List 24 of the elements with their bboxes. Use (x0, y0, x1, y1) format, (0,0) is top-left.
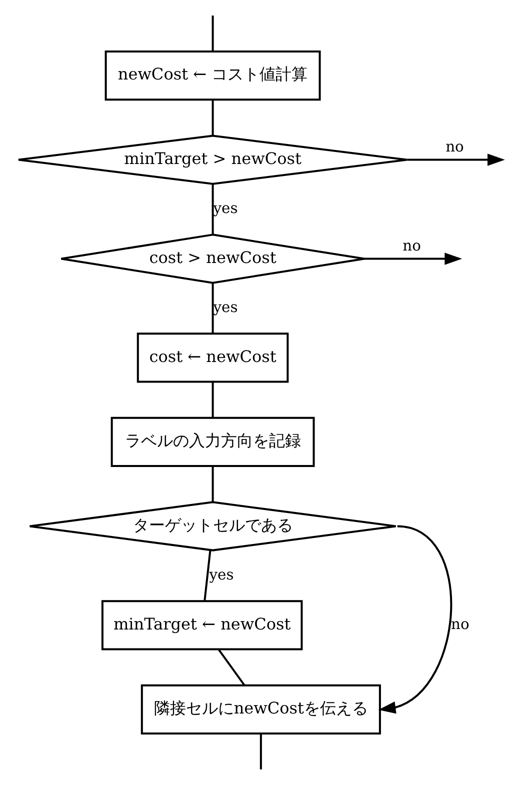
node-box: newCost ← コスト値計算 (104, 50, 321, 101)
connector (204, 550, 212, 601)
node-box: 隣接セルにnewCostを伝える (140, 684, 381, 735)
connector (218, 649, 246, 686)
connector (212, 184, 214, 234)
edge-label: no (451, 616, 470, 633)
node-box: minTarget ← newCost (101, 600, 303, 650)
node-box: ラベルの入力方向を記録 (110, 416, 315, 468)
connector (212, 382, 214, 418)
arrow (407, 154, 505, 166)
connector (260, 734, 262, 770)
connector (212, 100, 214, 136)
node-diamond: minTarget > newCost (18, 134, 408, 185)
node-diamond: ターゲットセルである (28, 501, 397, 552)
arrow (378, 525, 452, 714)
connector (212, 466, 214, 502)
connector (212, 282, 214, 334)
connector (212, 16, 214, 52)
node-box: cost ← newCost (136, 332, 289, 383)
edge-label: no (446, 138, 464, 156)
edge-label: yes (209, 566, 234, 584)
edge-label: no (402, 237, 421, 254)
node-diamond: cost > newCost (60, 234, 366, 284)
arrow (364, 252, 462, 265)
